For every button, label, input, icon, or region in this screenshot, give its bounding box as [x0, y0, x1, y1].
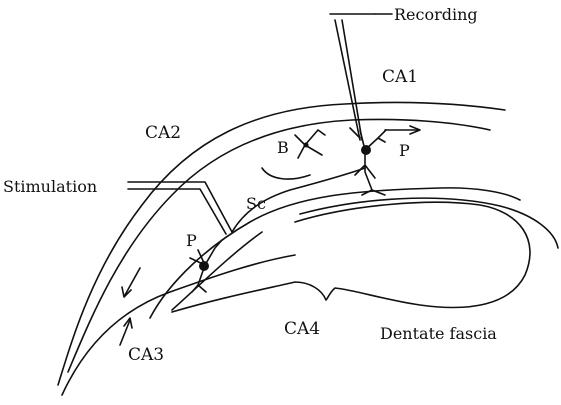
basket-cell-dendrites [295, 130, 325, 158]
ca3-label: CA3 [128, 345, 164, 365]
ca1-label: CA1 [382, 67, 418, 87]
ca3-arrow-upper [125, 268, 140, 295]
dentate-fascia-label: Dentate fascia [380, 324, 497, 343]
ca1-pyramidal-dendrites [350, 128, 386, 195]
ca1-pyramidal-label: P [399, 141, 410, 160]
ca3-pyramidal-label: P [186, 231, 197, 250]
stimulation-label: Stimulation [3, 177, 97, 196]
pyramidal-band-line [150, 188, 520, 318]
schaffer-collateral-label: Sc [246, 194, 266, 213]
schaffer-branch [262, 168, 310, 179]
dentate-inner-line [300, 198, 558, 248]
ca3-pyramidal-soma [199, 261, 209, 271]
stimulation-electrode [128, 182, 232, 234]
basket-cell-label: B [277, 138, 289, 157]
ca1-pyramidal-soma [361, 145, 371, 155]
basket-cell-soma [304, 143, 309, 148]
ca2-label: CA2 [145, 123, 181, 143]
recording-label: Recording [394, 5, 478, 24]
ca3-lower-boundary [62, 255, 295, 395]
ca4-label: CA4 [284, 319, 320, 339]
